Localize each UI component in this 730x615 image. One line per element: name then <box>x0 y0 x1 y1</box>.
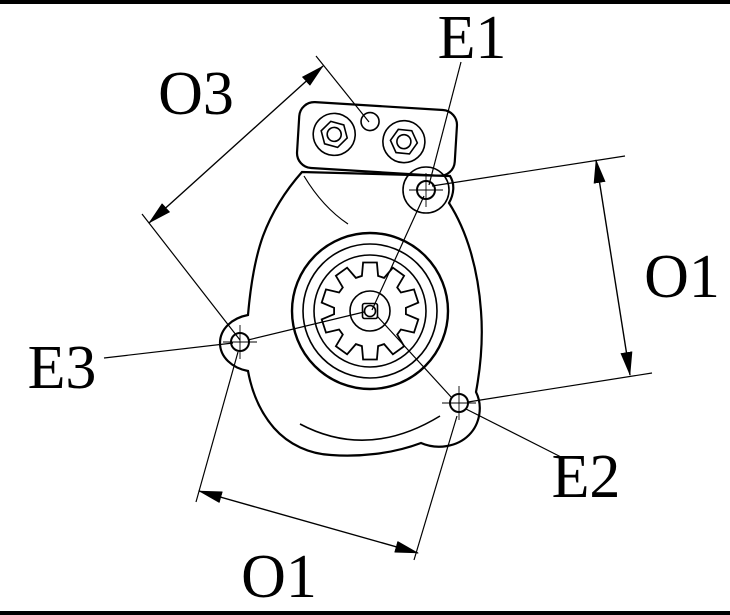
o3-dimension-line <box>148 65 324 224</box>
o1-right-extension-bottom <box>467 372 653 403</box>
shaft-hole <box>363 304 377 318</box>
e2-leader <box>465 408 564 459</box>
top-border <box>0 0 730 4</box>
hex-head-icon <box>389 128 419 155</box>
mounting-hole-top-right <box>409 173 443 207</box>
boss-ring-outer <box>290 231 450 391</box>
bottom-border <box>0 611 730 615</box>
starter-motor-drawing <box>218 101 483 457</box>
hex-bolt-right <box>382 119 426 164</box>
dimension-labels: O3 E1 O1 E3 E2 O1 <box>28 4 720 611</box>
dimensions <box>103 55 653 561</box>
mounting-hole-bottom-right <box>442 386 476 420</box>
o1-bottom-extension-right <box>413 415 458 561</box>
o3-extension-bottom <box>141 213 241 341</box>
label-e2: E2 <box>552 443 621 511</box>
e3-radial-line <box>247 311 365 341</box>
e2-radial-line <box>376 315 453 399</box>
o3-extension-top <box>315 55 370 123</box>
top-right-ear <box>402 166 450 214</box>
nose-curve <box>299 415 441 441</box>
o1-right-extension-top <box>431 155 626 187</box>
e3-leader <box>103 342 234 359</box>
label-e1: E1 <box>438 4 507 72</box>
label-e3: E3 <box>28 334 97 402</box>
label-o3: O3 <box>158 60 234 128</box>
mounting-hole-left <box>223 325 257 359</box>
o1-right-dimension-line <box>593 159 633 376</box>
boss-ring-mid <box>302 243 438 379</box>
boss-ring-inner <box>313 254 427 368</box>
e1-leader <box>428 61 462 186</box>
label-o1-bottom: O1 <box>241 543 317 611</box>
shaft-square <box>361 302 379 320</box>
mounting-bracket <box>295 101 459 177</box>
bracket-center-hole <box>360 111 380 132</box>
o1-bottom-dimension-line <box>198 490 419 554</box>
o1-bottom-extension-left <box>195 351 239 503</box>
pinion-bore <box>349 290 391 332</box>
e1-radial-line <box>371 195 425 311</box>
label-o1-right: O1 <box>644 243 720 311</box>
